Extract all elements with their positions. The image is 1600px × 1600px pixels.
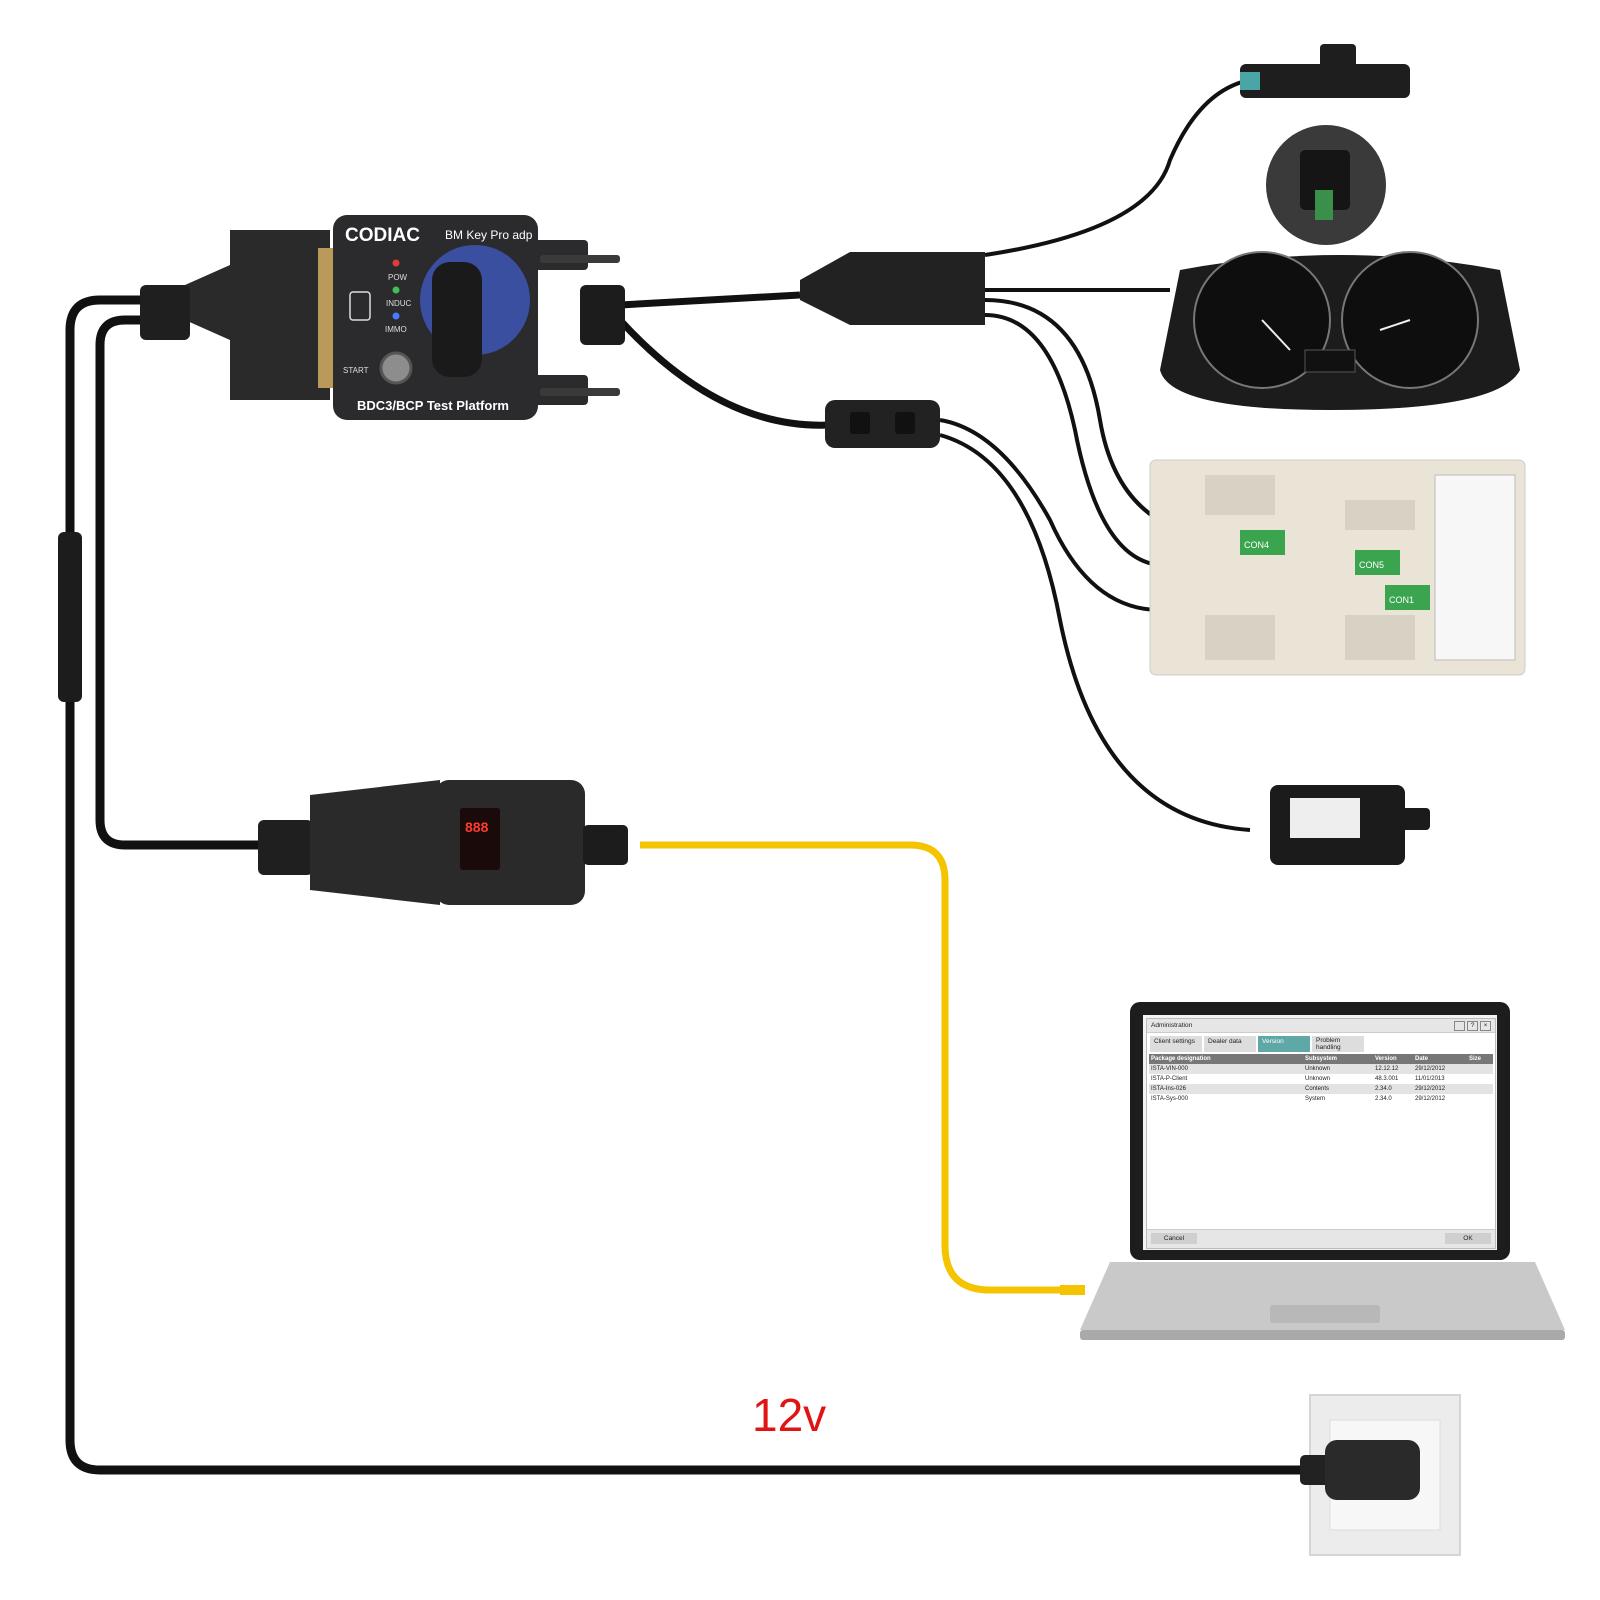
cell-package: ISTA-P-Client	[1151, 1076, 1188, 1082]
adapter-output-boot	[580, 285, 625, 345]
codiac-adapter: CODIAC BM Key Pro adp BDC3/BCP Test Plat…	[140, 215, 625, 420]
tab-dealer-data[interactable]: Dealer data	[1204, 1036, 1256, 1052]
cell-subsystem: Unknown	[1305, 1066, 1331, 1072]
cable-inline-connector	[58, 532, 82, 702]
power-cable	[65, 295, 1300, 1475]
trunk-cable-upper	[619, 291, 801, 309]
cell-version: 2.34.0	[1375, 1086, 1392, 1092]
close-icon[interactable]: ×	[1480, 1020, 1491, 1031]
table-row[interactable]: ISTA-Sys-000 System 2.34.0 29/12/2012	[1149, 1094, 1493, 1104]
obd-voltage-connector: 888	[258, 780, 628, 905]
lower-splitter	[825, 400, 940, 448]
module-label-sticker	[1434, 474, 1516, 661]
mount-screw-top	[540, 255, 620, 263]
window-footer: Cancel OK	[1147, 1229, 1495, 1248]
cell-size	[1467, 1064, 1493, 1074]
laptop-touchpad	[1270, 1305, 1380, 1323]
cell-package: ISTA-VIN-000	[1151, 1066, 1188, 1072]
table-header-row: Package designation Subsystem Version Da…	[1149, 1054, 1493, 1064]
col-package: Package designation	[1151, 1056, 1211, 1062]
db25-pins	[318, 248, 334, 388]
col-subsystem: Subsystem	[1305, 1056, 1338, 1062]
adapter-key-slot	[432, 262, 482, 377]
cable-to-fem-con1	[939, 418, 1391, 613]
voltage-digits: 888	[465, 819, 489, 835]
led-label-immo: IMMO	[385, 325, 407, 334]
table-row[interactable]: ISTA-Ins-026 Contents 2.34.0 29/12/2012	[1149, 1084, 1493, 1094]
mount-screw-bottom	[540, 388, 620, 396]
window-title: Administration	[1151, 1022, 1193, 1029]
trunk-cable-lower	[617, 317, 831, 429]
con4-connector	[1240, 530, 1285, 555]
cell-date: 11/01/2013	[1415, 1076, 1445, 1082]
cable-to-fem-con5	[984, 313, 1361, 568]
tab-version[interactable]: Version	[1258, 1036, 1310, 1052]
col-version: Version	[1375, 1056, 1397, 1062]
cell-subsystem: Unknown	[1305, 1076, 1331, 1082]
tab-client-settings[interactable]: Client settings	[1150, 1036, 1202, 1052]
table-row[interactable]: ISTA-VIN-000 Unknown 12.12.12 29/12/2012	[1149, 1064, 1493, 1074]
antenna-module	[1240, 44, 1410, 98]
cell-date: 29/12/2012	[1415, 1066, 1446, 1072]
body-control-module: CON4 CON5 CON1	[1149, 459, 1526, 676]
immo-led	[392, 312, 400, 320]
cell-size	[1467, 1094, 1493, 1104]
package-table: Package designation Subsystem Version Da…	[1149, 1054, 1493, 1104]
adapter-model: BM Key Pro adp	[445, 228, 533, 242]
cell-version: 12.12.12	[1375, 1066, 1399, 1072]
car-key-icon	[349, 291, 371, 321]
cell-package: ISTA-Sys-000	[1151, 1096, 1188, 1102]
cancel-button[interactable]: Cancel	[1151, 1233, 1197, 1244]
cell-package: ISTA-Ins-026	[1151, 1086, 1186, 1092]
con5-connector	[1355, 550, 1400, 575]
ok-button[interactable]: OK	[1445, 1233, 1491, 1244]
usb-plug	[1060, 1285, 1085, 1295]
cell-size	[1467, 1074, 1493, 1084]
con5-label: CON5	[1359, 560, 1384, 570]
power-voltage-label: 12v	[752, 1389, 827, 1441]
led-label-induc: INDUC	[386, 299, 412, 308]
induc-led	[392, 286, 400, 294]
start-button[interactable]	[379, 351, 413, 385]
key-module-label	[1290, 798, 1360, 838]
key-module	[1270, 785, 1430, 865]
voltage-display	[460, 808, 500, 870]
adapter-platform: BDC3/BCP Test Platform	[357, 398, 509, 413]
upper-splitter	[800, 252, 985, 325]
instrument-cluster	[1160, 251, 1520, 410]
con1-label: CON1	[1389, 595, 1414, 605]
usb-cable	[640, 841, 1080, 1294]
adapter-obd-plug	[185, 230, 330, 400]
table-row[interactable]: ISTA-P-Client Unknown 48.3.001 11/01/201…	[1149, 1074, 1493, 1084]
usb-boot	[583, 825, 628, 865]
cable-to-antenna	[984, 78, 1251, 257]
adapter-brand: CODIAC	[345, 225, 420, 246]
power-adapter-plug	[1300, 1440, 1420, 1500]
cell-subsystem: System	[1305, 1096, 1326, 1102]
cell-subsystem: Contents	[1305, 1086, 1330, 1092]
start-button-label: START	[343, 366, 369, 375]
cell-date: 29/12/2012	[1415, 1086, 1446, 1092]
cell-date: 29/12/2012	[1415, 1096, 1446, 1102]
cable-to-key-module	[939, 433, 1251, 832]
con1-connector	[1385, 585, 1430, 610]
print-icon[interactable]	[1454, 1020, 1465, 1031]
adapter-strain-relief	[140, 285, 190, 340]
help-icon[interactable]: ?	[1467, 1020, 1478, 1031]
connector-closeup	[1266, 125, 1386, 245]
con4-label: CON4	[1244, 540, 1269, 550]
cell-version: 48.3.001	[1375, 1076, 1399, 1082]
col-date: Date	[1415, 1056, 1429, 1062]
col-size: Size	[1469, 1056, 1482, 1062]
pow-led	[392, 259, 400, 267]
window-titlebar: Administration ? ×	[1147, 1019, 1495, 1033]
cell-version: 2.34.0	[1375, 1096, 1392, 1102]
tab-bar: Client settings Dealer data Version Prob…	[1147, 1033, 1495, 1052]
obd-link-cable	[95, 315, 260, 850]
tab-problem-handling[interactable]: Problem handling	[1312, 1036, 1364, 1052]
cell-size	[1467, 1084, 1493, 1094]
led-label-pow: POW	[388, 273, 408, 282]
ista-window: Administration ? × Client settings Deale…	[1146, 1018, 1496, 1249]
